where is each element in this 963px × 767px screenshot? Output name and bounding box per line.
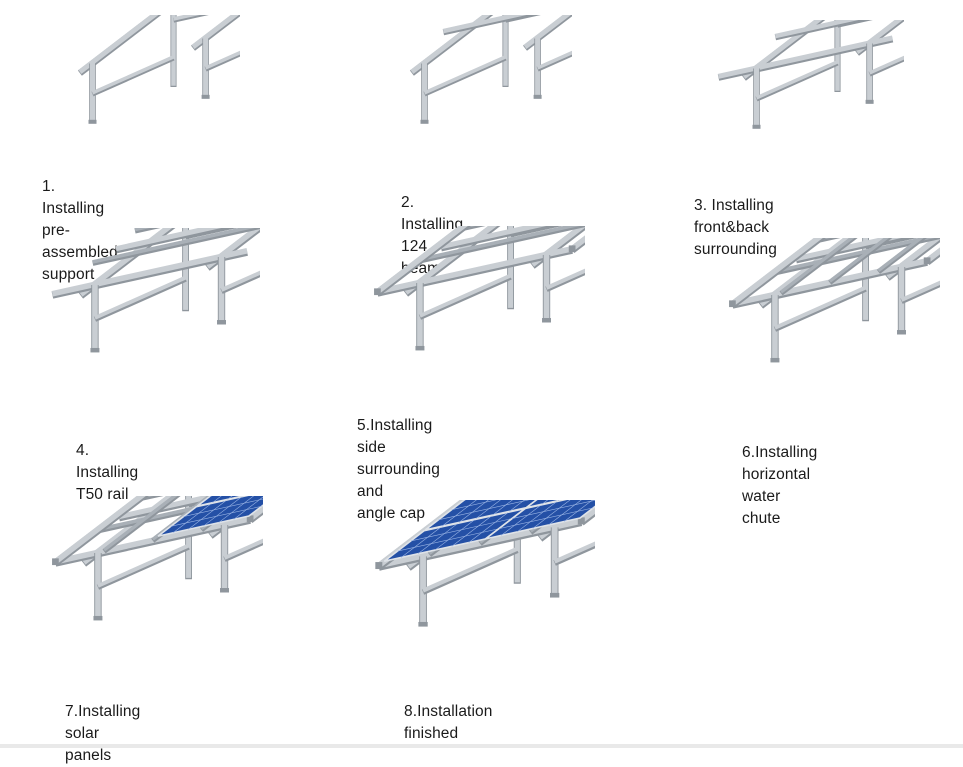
step-2-illustration — [362, 15, 572, 180]
foot-plate-2 — [220, 588, 229, 592]
step-8-illustration — [350, 500, 595, 692]
foot-plate-1 — [89, 120, 97, 124]
angle-cap-1 — [374, 288, 381, 295]
step-7-caption: 7.Installing solar panels — [65, 701, 140, 767]
step-4-illustration — [25, 228, 260, 418]
foot-plate-2 — [217, 320, 226, 324]
side-brace-1 — [93, 57, 174, 93]
foot-plate-1 — [770, 358, 779, 362]
step-8-caption: 8.Installation finished — [404, 701, 492, 745]
step-3-illustration — [694, 20, 904, 185]
side-brace-1 — [425, 57, 506, 93]
foot-plate-1 — [753, 125, 761, 129]
foot-plate-2 — [550, 593, 559, 598]
foot-plate-1 — [90, 348, 99, 352]
foot-plate-2 — [897, 330, 906, 334]
angle-cap-2 — [569, 245, 576, 252]
step-5-illustration — [350, 226, 585, 416]
angle-cap-1 — [375, 562, 382, 569]
foot-plate-2 — [202, 95, 210, 99]
step-1-illustration — [30, 15, 240, 180]
angle-cap-1 — [729, 300, 736, 307]
foot-plate-1 — [421, 120, 429, 124]
step-6-caption: 6.Installing horizontal water chute — [742, 442, 817, 530]
step-7-illustration — [28, 496, 263, 686]
foot-plate-1 — [93, 616, 102, 620]
bottom-divider — [0, 744, 963, 748]
foot-plate-2 — [542, 318, 551, 322]
foot-plate-2 — [534, 95, 542, 99]
foot-plate-1 — [418, 622, 427, 627]
foot-plate-1 — [415, 346, 424, 350]
angle-cap-1 — [52, 558, 59, 565]
angle-cap-2 — [924, 257, 931, 264]
foot-plate-2 — [866, 100, 874, 104]
step-6-illustration — [705, 238, 940, 428]
